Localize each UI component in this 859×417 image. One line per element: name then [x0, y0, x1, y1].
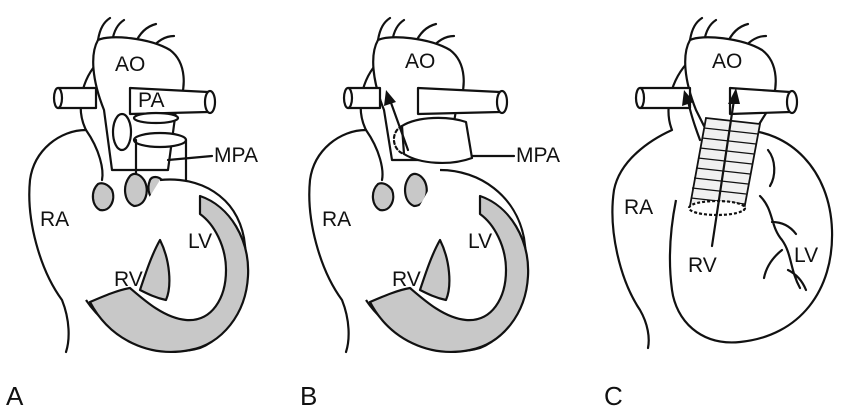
- label-ao: AO: [115, 53, 145, 76]
- label-ra: RA: [322, 208, 351, 231]
- panel-a: AO PA MPA RA RV LV A: [6, 16, 258, 411]
- label-ao: AO: [405, 50, 435, 73]
- panel-b: AO MPA RA RV LV B: [300, 16, 560, 411]
- label-ra: RA: [624, 196, 653, 219]
- flow-arrow: [388, 98, 410, 152]
- pulmonary-artery: [416, 86, 502, 116]
- label-rv: RV: [688, 254, 717, 277]
- flow-arrow: [710, 98, 736, 248]
- label-rv: RV: [114, 268, 143, 291]
- label-mpa: MPA: [516, 144, 560, 167]
- label-ra: RA: [40, 208, 69, 231]
- panel-letter-a: A: [6, 381, 24, 411]
- label-mpa: MPA: [214, 144, 258, 167]
- panel-letter-b: B: [300, 381, 317, 411]
- label-rv: RV: [392, 268, 421, 291]
- label-ao: AO: [712, 50, 742, 73]
- label-lv: LV: [468, 230, 492, 253]
- ventricular-wall: [368, 194, 530, 353]
- label-pa: PA: [138, 89, 164, 112]
- panel-letter-c: C: [604, 381, 623, 411]
- ventricular-wall: [88, 194, 250, 353]
- right-atrium-outline: [28, 58, 102, 354]
- label-lv: LV: [794, 244, 818, 267]
- label-lv: LV: [188, 230, 212, 253]
- panel-c: AO RA RV LV C: [604, 16, 834, 411]
